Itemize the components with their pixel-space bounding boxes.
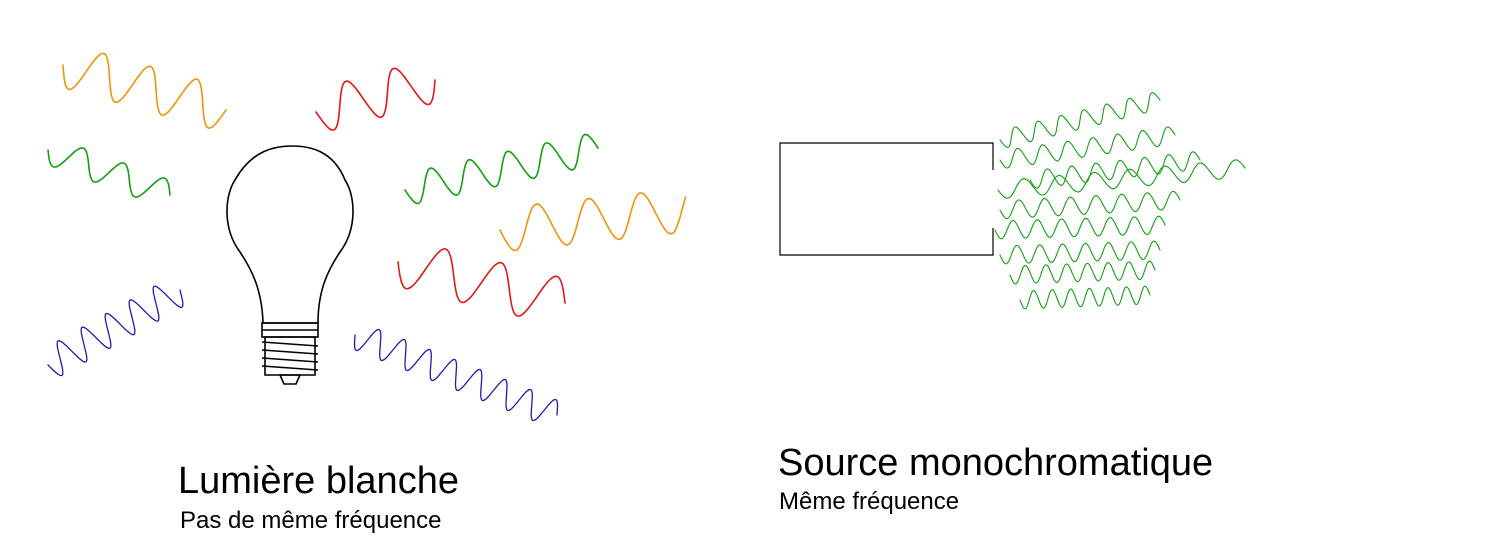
wave-green [1029,151,1201,189]
wave-green [999,126,1176,169]
wave-green [994,215,1166,240]
white-light-waves [47,52,687,422]
wave-green [1019,285,1151,310]
wave-blue [353,328,559,422]
wave-green [1009,260,1156,285]
white-light-title: Lumière blanche [178,460,459,502]
wave-orange [499,192,687,252]
wave-green [404,133,599,205]
wave-blue [47,285,184,377]
wave-green [999,92,1161,148]
wave-green [47,147,171,198]
wave-green [997,159,1246,199]
light-bulb-icon [226,145,354,385]
wave-green [999,190,1181,220]
wave-green [999,240,1161,265]
monochromatic-title: Source monochromatique [778,442,1214,484]
white-light-subtitle: Pas de même fréquence [180,507,442,534]
wave-red [397,248,566,317]
monochromatic-waves [994,92,1246,310]
laser-source-box [779,142,994,256]
wave-red [315,67,436,131]
monochromatic-subtitle: Même fréquence [779,488,960,515]
wave-orange [62,52,227,129]
